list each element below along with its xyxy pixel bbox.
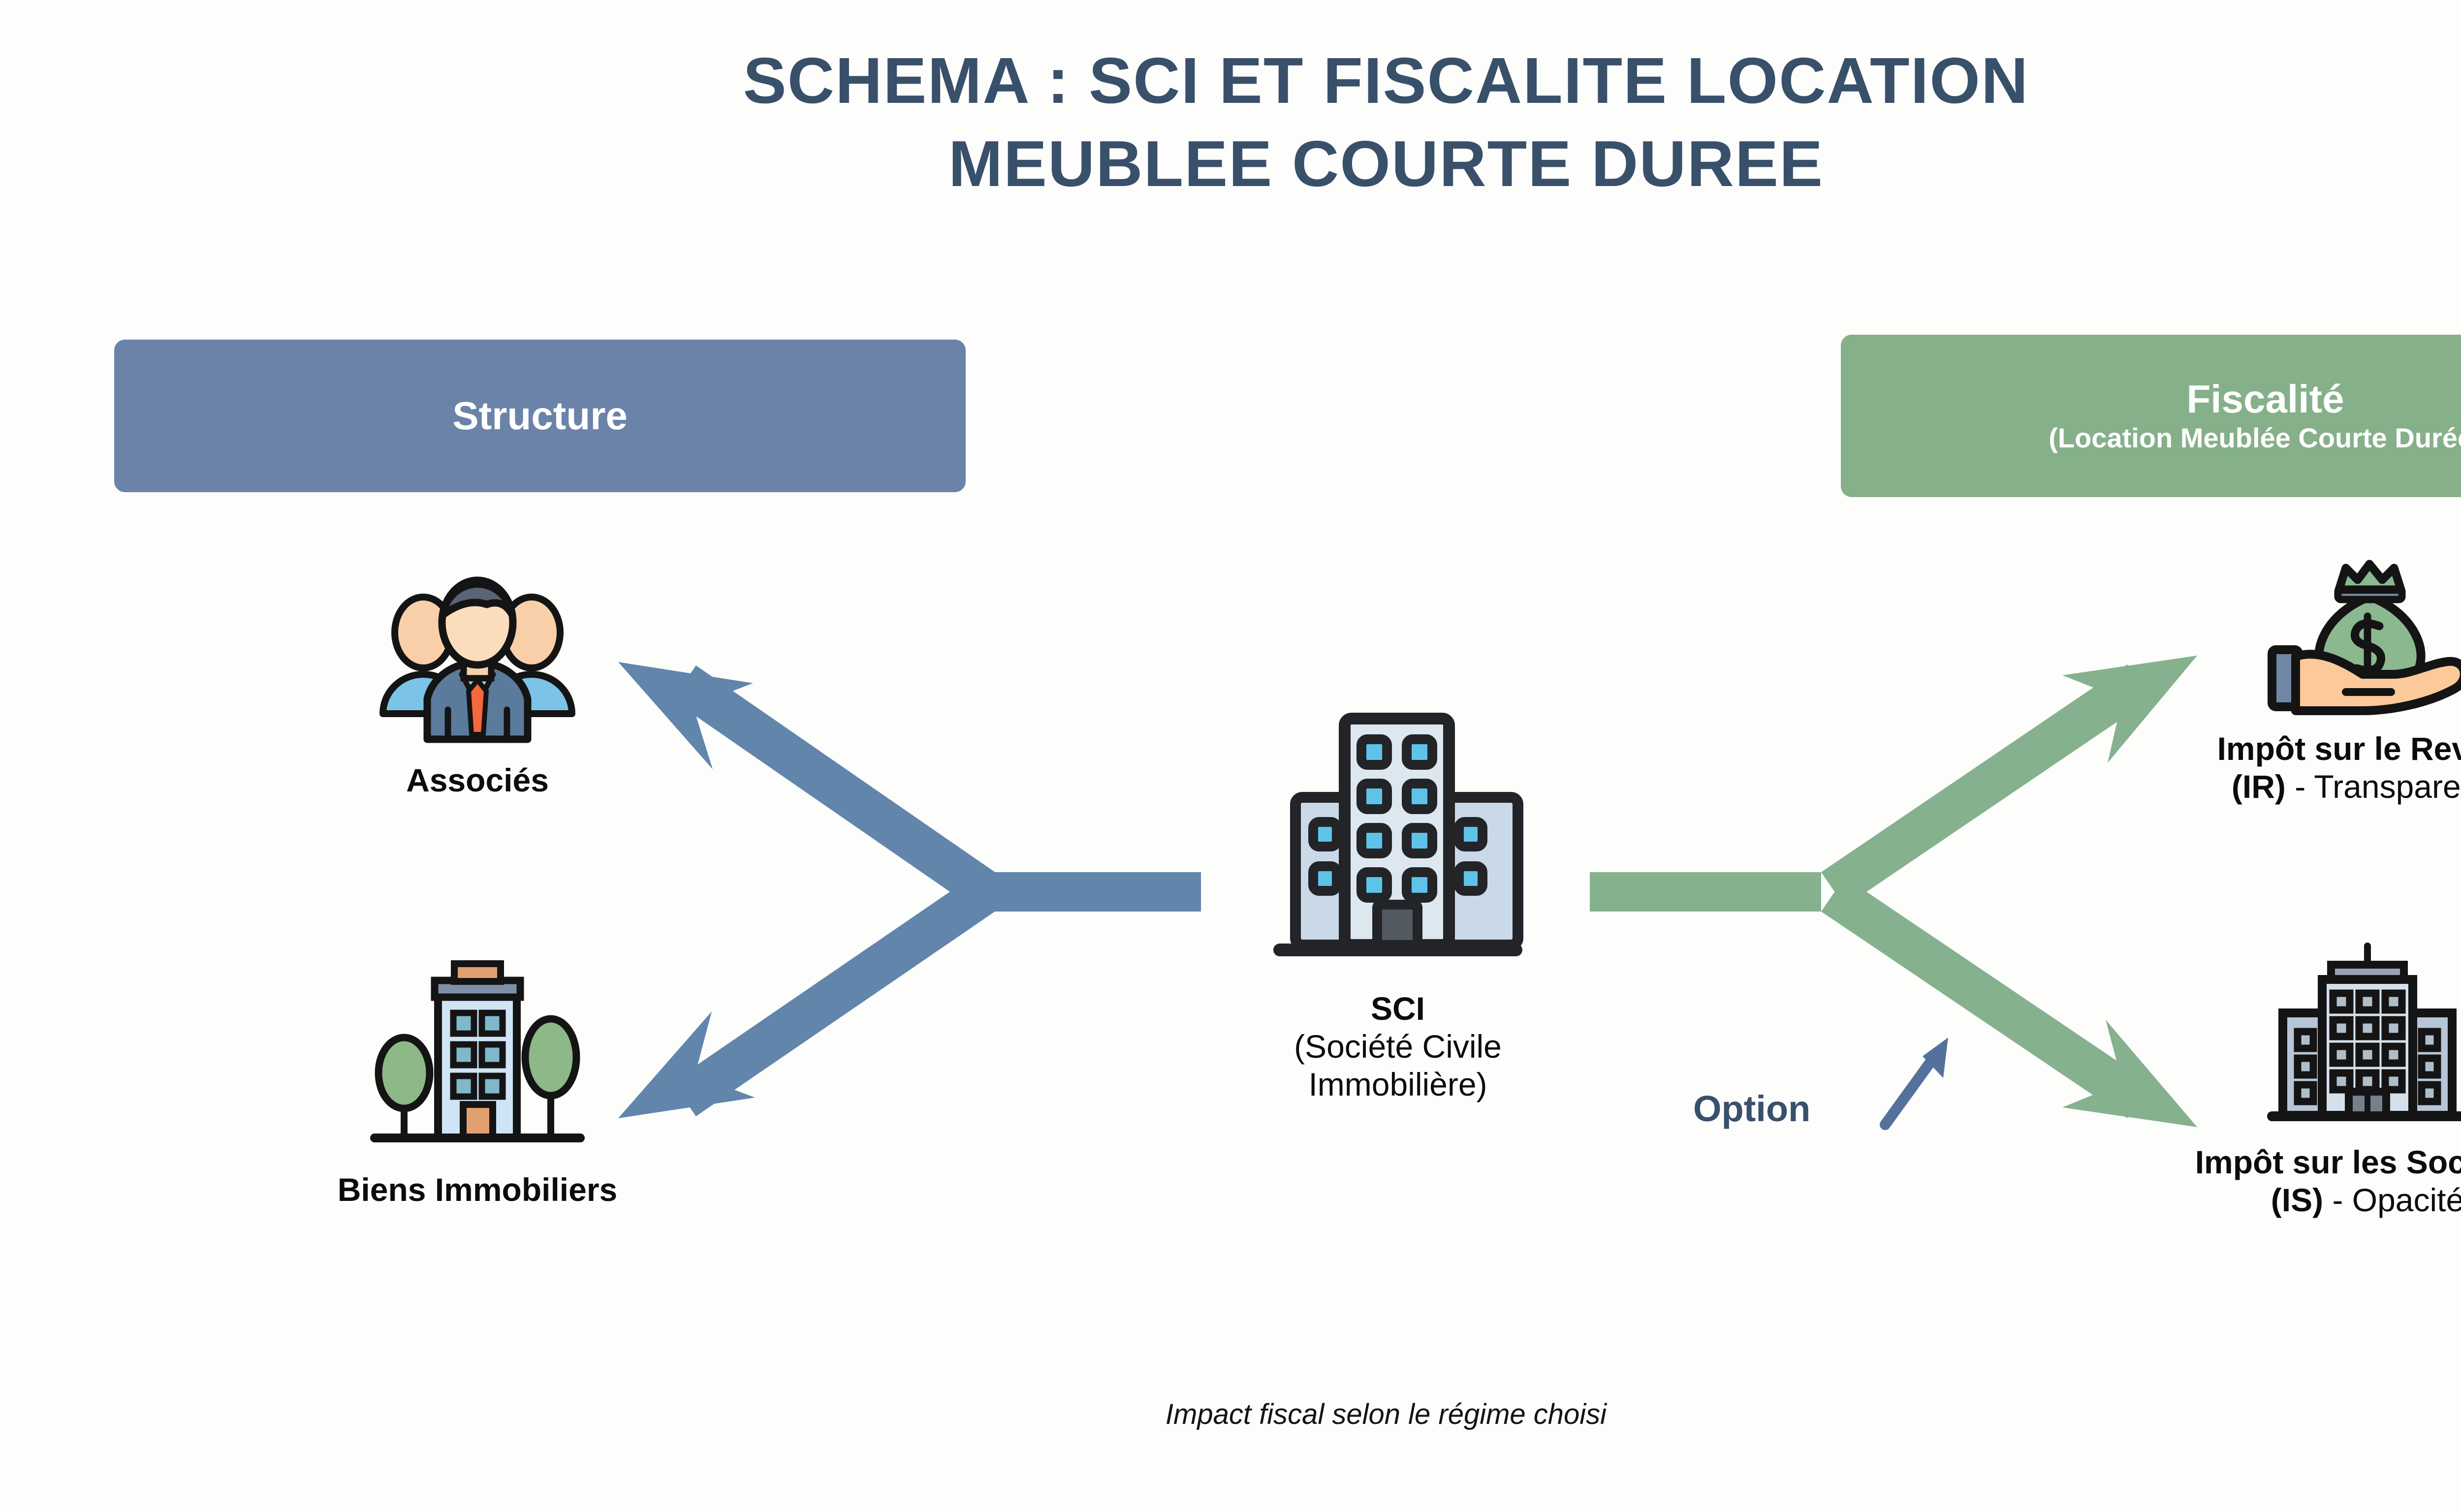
people-group-icon (374, 551, 581, 751)
page-title-line-2: MEUBLEE COURTE DUREE (948, 127, 1824, 200)
page-title-line-1: SCHEMA : SCI ET FISCALITE LOCATION (743, 44, 2029, 117)
node-sci-sublabel-2: Immobilière) (1308, 1066, 1487, 1103)
node-is-label-line-1: Impôt sur les Sociétés (2195, 1144, 2461, 1180)
fiscalite-header-label: Fiscalité (2186, 377, 2344, 421)
node-is-label-line-2: (IS) - Opacité (2271, 1181, 2461, 1220)
fiscalite-header-bar: Fiscalité (Location Meublée Courte Durée… (1841, 335, 2461, 497)
option-annotation-label: Option (1693, 1088, 1811, 1129)
structure-header-label: Structure (452, 394, 628, 438)
node-sci: SCI (Société Civile Immobilière) (1142, 699, 1654, 1104)
node-associes: Associés (295, 551, 660, 799)
node-sci-label: SCI (1370, 990, 1425, 1027)
node-associes-label: Associés (406, 762, 549, 798)
node-biens-immobiliers: Biens Immobiliers (236, 950, 719, 1209)
node-ir-label-line-2: (IR) - Transparence (2232, 768, 2461, 806)
structure-header-bar: Structure (114, 340, 966, 492)
option-pointer-arrow (1880, 1038, 1948, 1130)
node-impot-societes: Impôt sur les Sociétés (IS) - Opacité (1998, 935, 2461, 1219)
node-ir-label-line-1: Impôt sur le Revenu (2217, 730, 2461, 767)
node-impot-revenu: Impôt sur le Revenu (IR) - Transparence (2008, 551, 2461, 806)
apartment-building-trees-icon (362, 950, 593, 1159)
node-is-qualifier: - Opacité (2323, 1181, 2461, 1218)
footer-caption: Impact fiscal selon le régime choisi (1165, 1398, 1607, 1430)
node-ir-qualifier: - Transparence (2295, 768, 2461, 805)
hand-money-bag-icon (2264, 551, 2461, 721)
node-sci-sublabel-1: (Société Civile (1294, 1028, 1502, 1065)
fiscalite-header-sublabel: (Location Meublée Courte Durée) (2049, 422, 2461, 454)
corporate-building-icon (2259, 935, 2461, 1134)
node-is-abbrev: (IS) (2271, 1181, 2324, 1218)
node-ir-abbrev: (IR) (2231, 768, 2286, 805)
node-biens-label: Biens Immobiliers (337, 1171, 618, 1208)
office-building-icon (1260, 699, 1536, 977)
page-title: SCHEMA : SCI ET FISCALITE LOCATION MEUBL… (0, 39, 2461, 206)
